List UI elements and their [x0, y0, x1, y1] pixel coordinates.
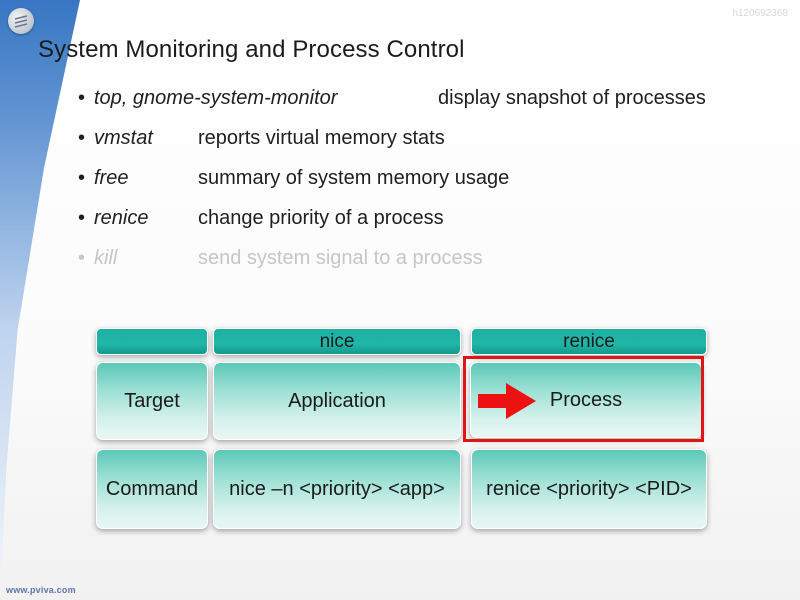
right-arrow-icon	[478, 383, 536, 419]
bullet-description: send system signal to a process	[198, 246, 483, 269]
bullet-item-faded: • kill send system signal to a process	[78, 238, 706, 278]
bullet-item: • top, gnome-system-monitor display snap…	[78, 78, 706, 118]
bullet-command: kill	[94, 246, 118, 269]
table-row-label-command: Command	[96, 449, 208, 529]
bullet-description: reports virtual memory stats	[198, 126, 445, 149]
logo-glyph-icon	[14, 15, 28, 28]
bullet-description: display snapshot of processes	[438, 86, 706, 109]
table-header-empty	[96, 328, 208, 355]
bullet-description: change priority of a process	[198, 206, 444, 229]
slide-title: System Monitoring and Process Control	[38, 36, 465, 63]
table-row-label-target: Target	[96, 362, 208, 440]
bullet-dot: •	[78, 246, 86, 269]
bullet-item: • free summary of system memory usage	[78, 158, 706, 198]
watermark-text: h120692368	[732, 8, 788, 19]
bullet-item: • vmstat reports virtual memory stats	[78, 118, 706, 158]
bullet-dot: •	[78, 126, 86, 149]
decorative-swoosh	[0, 0, 80, 600]
table-header-nice: nice	[213, 328, 461, 355]
bullet-command: vmstat	[94, 126, 153, 149]
highlight-box	[463, 356, 704, 442]
bullet-dot: •	[78, 206, 86, 229]
bullet-dot: •	[78, 86, 86, 109]
bullet-list: • top, gnome-system-monitor display snap…	[78, 78, 706, 278]
table-cell-renice-command: renice <priority> <PID>	[471, 449, 707, 529]
footer-url: www.pviva.com	[6, 585, 76, 595]
bullet-command: free	[94, 166, 129, 189]
bullet-dot: •	[78, 166, 86, 189]
table-cell-nice-target: Application	[213, 362, 461, 440]
logo-icon	[8, 8, 34, 34]
bullet-item: • renice change priority of a process	[78, 198, 706, 238]
bullet-description: summary of system memory usage	[198, 166, 510, 189]
table-header-renice: renice	[471, 328, 707, 355]
table-cell-nice-command: nice –n <priority> <app>	[213, 449, 461, 529]
bullet-command: renice	[94, 206, 149, 229]
bullet-command: top, gnome-system-monitor	[94, 86, 338, 109]
